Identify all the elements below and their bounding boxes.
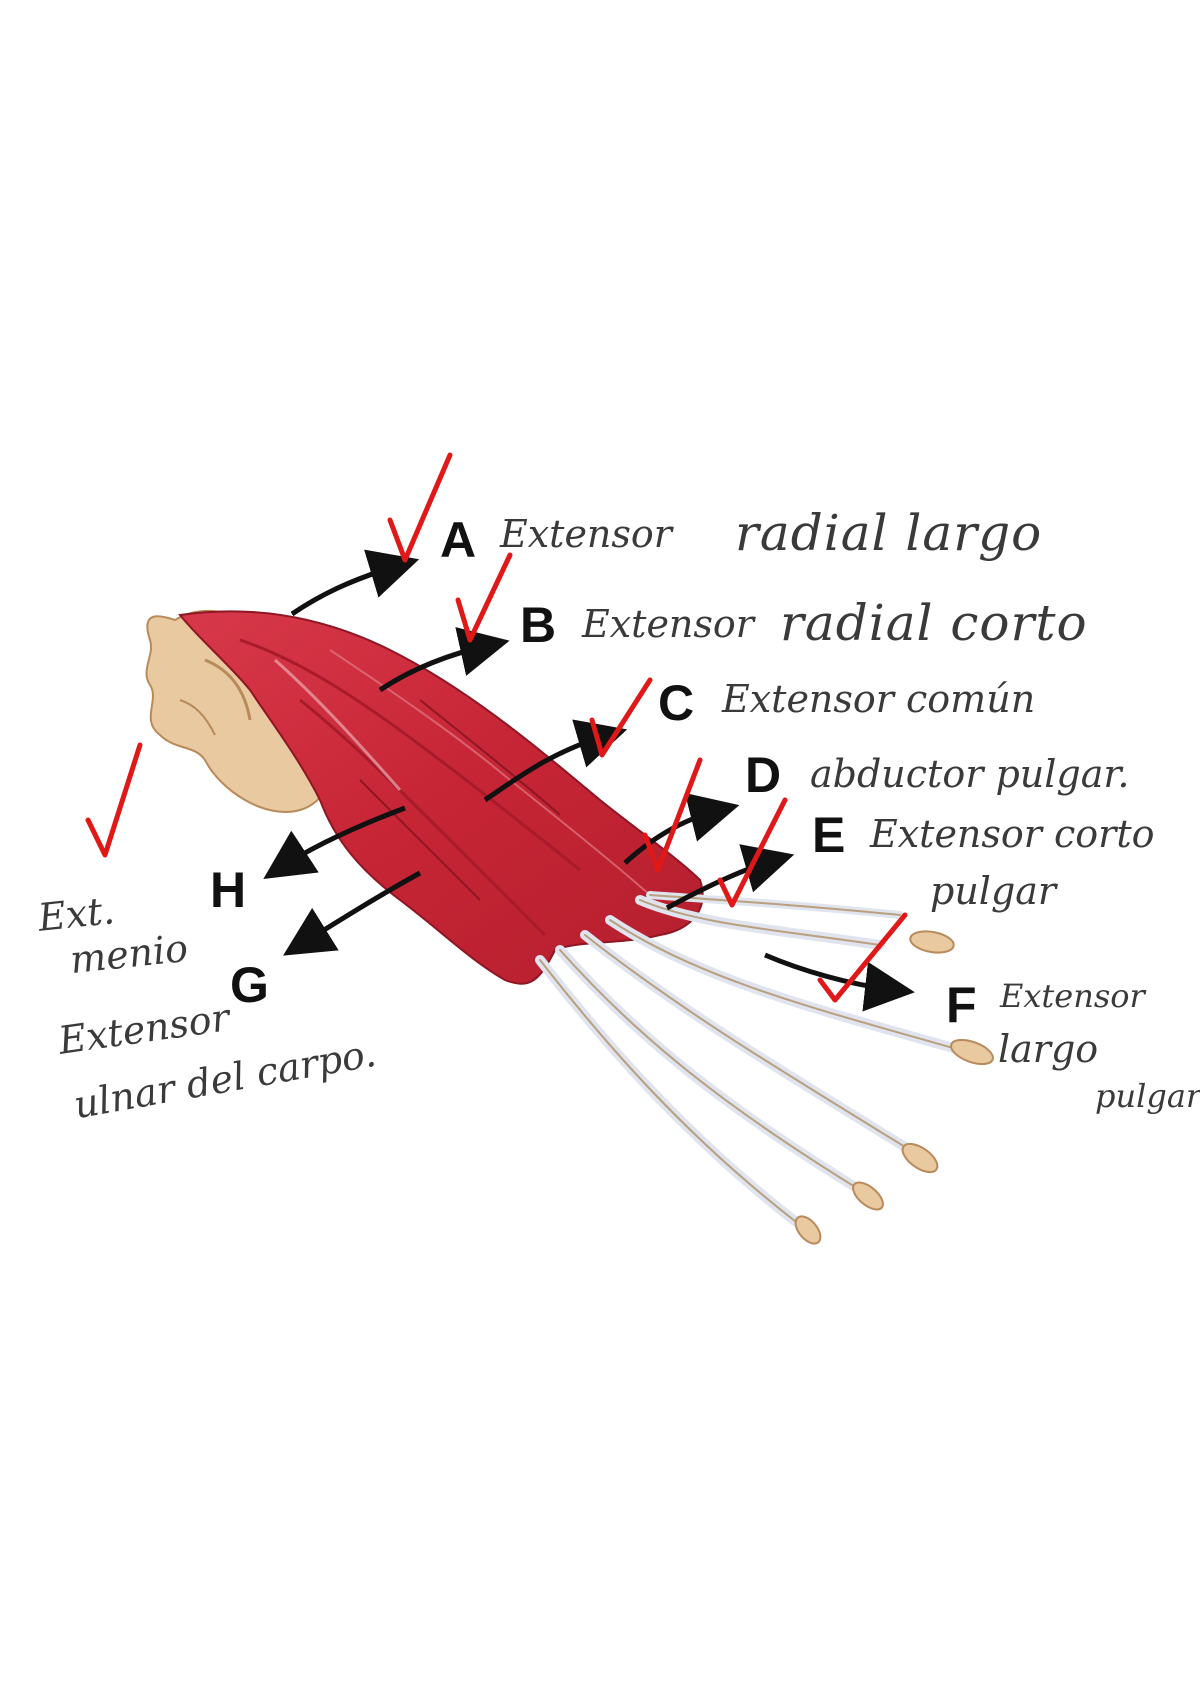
- label-letter-a: A: [440, 512, 477, 568]
- label-letter-d: D: [745, 747, 782, 803]
- answer-a-line2: radial largo: [735, 504, 1043, 562]
- check-d-icon: [642, 757, 703, 873]
- answer-c: Extensor común: [722, 677, 1036, 721]
- pointer-arrows: [263, 549, 915, 1012]
- answer-f-line2: largo: [998, 1027, 1099, 1071]
- arrow-b: [378, 627, 510, 693]
- label-letter-g: G: [230, 957, 269, 1013]
- arrow-a: [290, 549, 420, 617]
- check-f-icon: [817, 912, 908, 1003]
- label-letter-c: C: [658, 675, 695, 731]
- answer-f-line1: Extensor: [1000, 977, 1145, 1015]
- answer-a-line1: Extensor: [500, 512, 672, 556]
- arrow-f: [764, 952, 915, 1012]
- answer-f-line3: pulgar: [1095, 1077, 1200, 1115]
- check-b-icon: [455, 552, 513, 643]
- arrow-c: [483, 719, 628, 803]
- answer-b-line2: radial corto: [780, 594, 1088, 652]
- check-e-icon: [717, 797, 788, 908]
- arrow-d: [623, 793, 740, 865]
- hand-tendons: [535, 891, 965, 1230]
- label-letter-h: H: [210, 862, 247, 918]
- check-a-icon: [387, 452, 453, 563]
- answer-h-line1: Ext.: [35, 888, 117, 940]
- label-letter-e: E: [812, 807, 846, 863]
- arrow-h: [263, 805, 406, 879]
- answer-b-line1: Extensor: [582, 602, 754, 646]
- label-letter-f: F: [946, 977, 977, 1033]
- fingertips: [794, 930, 994, 1245]
- answer-e-line1: Extensor corto: [870, 812, 1155, 856]
- arrow-g: [283, 870, 422, 956]
- answer-h-line2: menio: [68, 925, 191, 983]
- label-letter-b: B: [520, 597, 557, 653]
- grading-checkmarks: [85, 452, 908, 1003]
- check-h-icon: [85, 742, 143, 858]
- answer-e-line2: pulgar: [930, 869, 1057, 913]
- answer-d: abductor pulgar.: [810, 752, 1130, 796]
- check-c-icon: [589, 677, 653, 758]
